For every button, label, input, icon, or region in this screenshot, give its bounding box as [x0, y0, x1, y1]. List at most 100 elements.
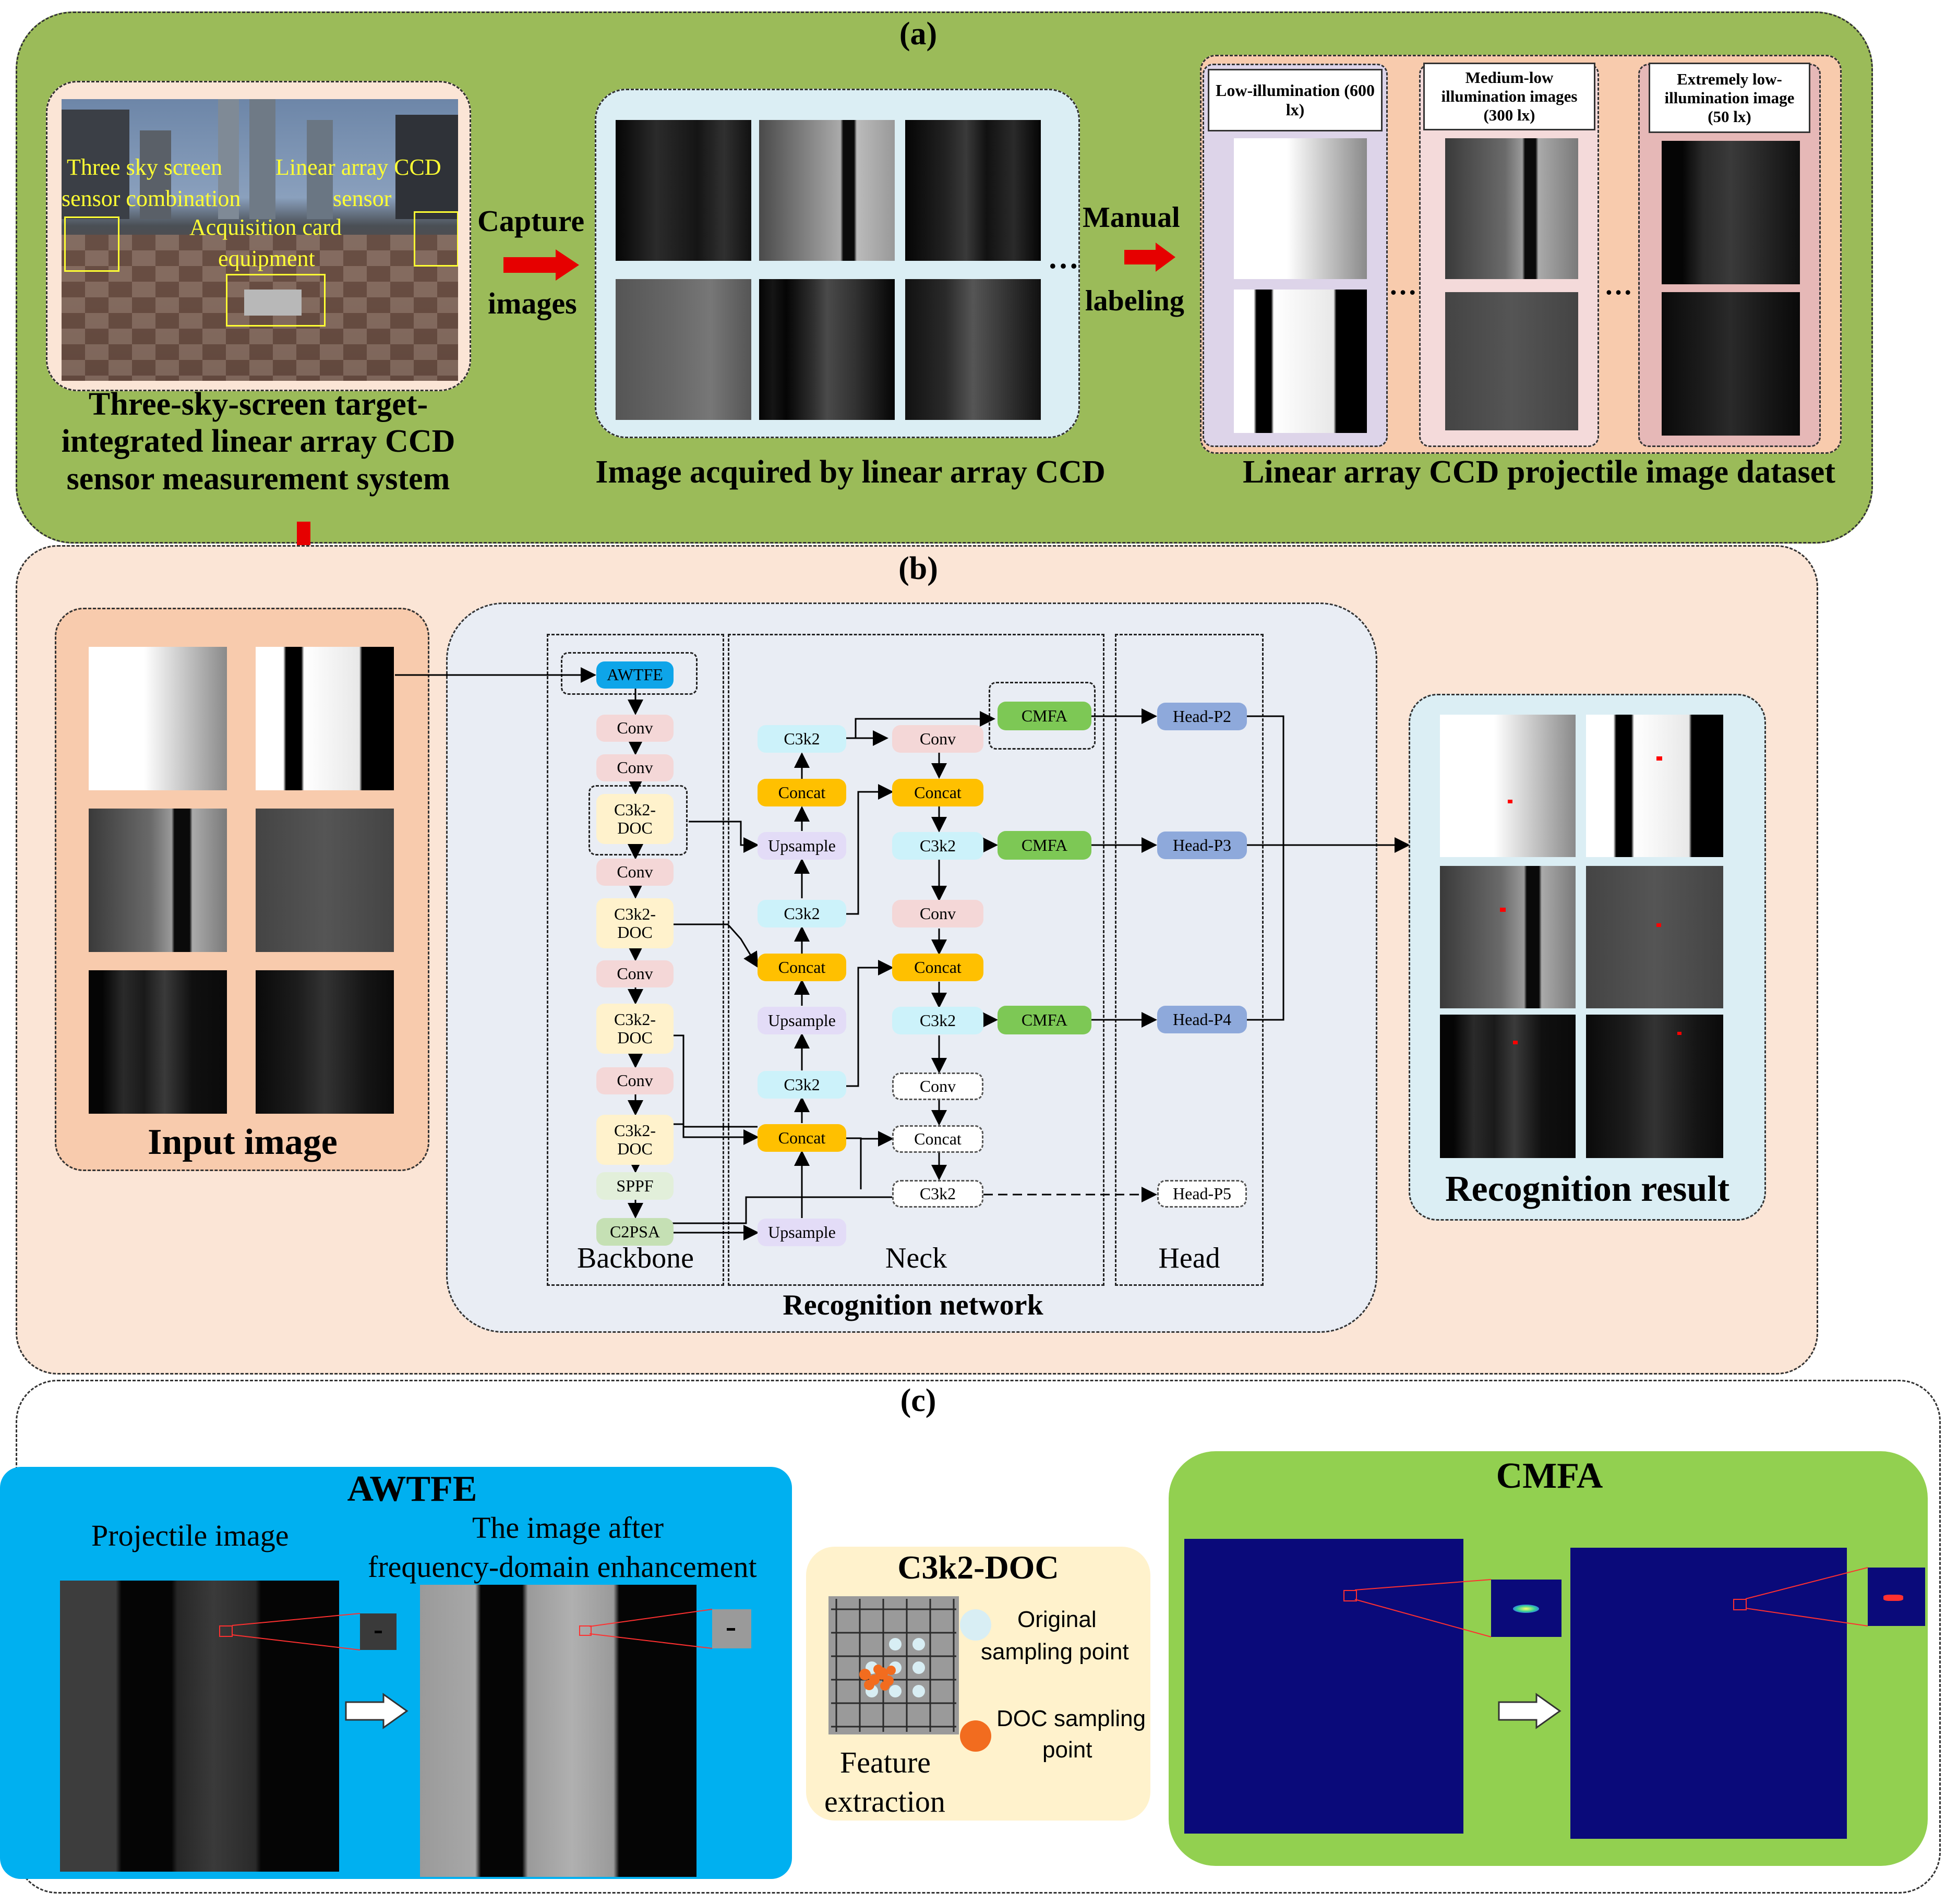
panel-c-title: (c) — [900, 1383, 936, 1418]
backbone-label: Backbone — [577, 1242, 694, 1274]
result-img-2 — [1586, 715, 1723, 857]
awtfe-zoom-2 — [712, 1609, 751, 1648]
node-conv: Conv — [596, 754, 674, 781]
awtfe-projectile-image — [60, 1581, 339, 1872]
node-head-p5: Head-P5 — [1157, 1180, 1247, 1208]
awtfe-zoom-1 — [360, 1613, 397, 1650]
node-conv: Conv — [892, 1072, 983, 1100]
node-c3k2-doc: C3k2-DOC — [596, 794, 674, 844]
acq-img-1 — [616, 120, 751, 261]
manual-label-2: labeling — [1085, 285, 1184, 317]
detection-box — [1500, 908, 1506, 912]
detection-box — [1656, 756, 1662, 761]
dataset-low-img-2 — [1234, 290, 1367, 433]
acq-img-5 — [759, 279, 895, 420]
dataset-dots-1: … — [1389, 269, 1417, 300]
node-awtfe: AWTFE — [596, 661, 674, 689]
system-photo: Three sky screen sensor combination Line… — [62, 99, 458, 381]
input-img-3 — [89, 809, 227, 952]
acq-card-box — [226, 274, 326, 327]
dataset-low-label: Low-illumination (600 lx) — [1208, 69, 1383, 131]
node-conv: Conv — [596, 1067, 674, 1094]
building-shape — [307, 120, 333, 219]
node-c3k2: C3k2 — [758, 900, 846, 927]
label-three-sky: Three sky screen — [67, 154, 223, 180]
head-label: Head — [1158, 1242, 1220, 1274]
node-cmfa: CMFA — [998, 831, 1091, 860]
result-caption: Recognition result — [1445, 1169, 1730, 1209]
feature-label-2: extraction — [824, 1785, 945, 1818]
node-upsample: Upsample — [758, 1007, 846, 1034]
neck-label: Neck — [885, 1242, 947, 1274]
cmfa-heatmap-2 — [1570, 1548, 1847, 1839]
dataset-low-img-1 — [1234, 138, 1367, 279]
cmfa-zoom-1 — [1491, 1580, 1561, 1637]
label-acq-card: Acquisition card — [189, 214, 342, 240]
cmfa-heatmap-1 — [1184, 1539, 1463, 1834]
feature-label-1: Feature — [840, 1745, 931, 1779]
input-img-6 — [256, 970, 394, 1114]
node-c3k2: C3k2 — [758, 1071, 846, 1099]
input-img-4 — [256, 809, 394, 952]
node-conv: Conv — [892, 725, 983, 753]
doc-sampling-grid — [828, 1596, 959, 1734]
awtfe-zoom-lines-1 — [232, 1613, 361, 1650]
detection-box — [1508, 800, 1512, 803]
acq-card-device — [244, 290, 302, 316]
input-img-2 — [256, 647, 394, 790]
cmfa-zoom-2 — [1868, 1568, 1925, 1626]
neck-region — [728, 634, 1104, 1286]
acq-ellipsis: … — [1048, 240, 1079, 275]
awtfe-left-caption: Projectile image — [91, 1519, 289, 1552]
manual-label-1: Manual — [1083, 201, 1180, 234]
input-caption: Input image — [148, 1122, 338, 1162]
dataset-caption: Linear array CCD projectile image datase… — [1243, 454, 1835, 490]
detection-box — [1656, 923, 1661, 927]
doc-point-icon — [960, 1720, 991, 1752]
node-conv: Conv — [892, 900, 983, 927]
input-img-1 — [89, 647, 227, 790]
result-img-6 — [1586, 1015, 1723, 1158]
node-conv: Conv — [596, 960, 674, 987]
label-sensor-combination: sensor combination — [62, 186, 241, 211]
head-region — [1115, 634, 1264, 1286]
node-concat: Concat — [758, 954, 846, 981]
awtfe-right-caption-1: The image after — [472, 1511, 664, 1545]
awtfe-zoom-lines-2 — [589, 1609, 713, 1649]
acq-img-3 — [905, 120, 1041, 261]
dataset-extreme-img-1 — [1662, 141, 1800, 284]
node-c3k2: C3k2 — [892, 1180, 983, 1208]
node-head-p3: Head-P3 — [1157, 832, 1247, 859]
awtfe-highlight — [561, 652, 698, 695]
activation-blob — [1513, 1605, 1539, 1613]
doc-label-1: DOC sampling — [996, 1706, 1146, 1731]
label-equipment: equipment — [218, 246, 315, 271]
result-img-1 — [1440, 715, 1576, 857]
result-img-4 — [1586, 866, 1723, 1008]
awtfe-right-caption-2: frequency-domain enhancement — [368, 1550, 757, 1584]
projectile-mark — [727, 1628, 735, 1631]
awtfe-enhanced-image — [420, 1585, 696, 1877]
node-concat: Concat — [892, 954, 983, 981]
cmfa-title: CMFA — [1496, 1456, 1603, 1496]
zoom-box — [1343, 1590, 1357, 1601]
node-cmfa: CMFA — [998, 1006, 1091, 1034]
dataset-extreme-label: Extremely low-illumination image (50 lx) — [1649, 63, 1810, 133]
dataset-medium-label: Medium-low illumination images (300 lx) — [1423, 63, 1595, 130]
doc-label-2: point — [1042, 1737, 1092, 1763]
node-upsample: Upsample — [758, 1219, 846, 1246]
capture-label-1: Capture — [477, 204, 585, 238]
capture-label-2: images — [488, 286, 577, 320]
result-img-3 — [1440, 866, 1576, 1008]
node-concat: Concat — [758, 779, 846, 806]
cmfa-arrow — [1497, 1693, 1563, 1732]
label-sensor: sensor — [333, 186, 392, 211]
backbone-region — [547, 634, 724, 1286]
detection-box — [1677, 1032, 1681, 1035]
network-edges — [395, 667, 1410, 1240]
building-shape — [218, 99, 239, 219]
node-conv: Conv — [596, 859, 674, 886]
activation-blob — [1883, 1595, 1903, 1601]
building-shape — [249, 99, 275, 219]
